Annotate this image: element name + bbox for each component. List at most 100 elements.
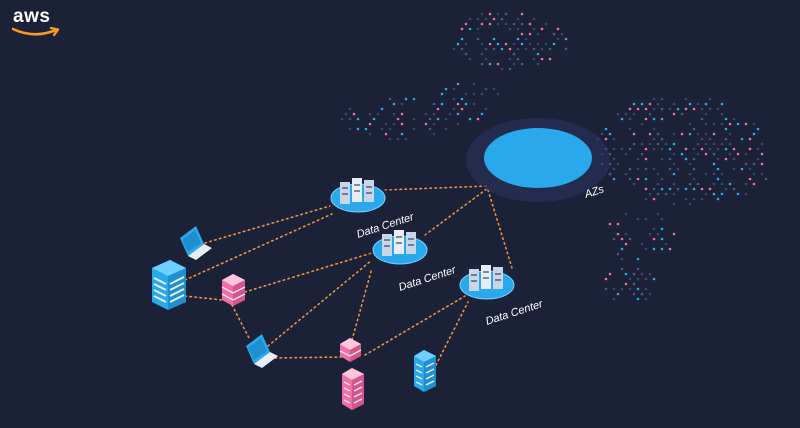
map-dot [536, 52, 540, 56]
map-dot [444, 117, 448, 121]
map-dot [652, 137, 656, 141]
map-dot [636, 217, 640, 221]
map-dot [492, 87, 496, 91]
map-dot [688, 122, 692, 126]
map-dot [628, 237, 632, 241]
map-dot [652, 187, 656, 191]
map-dot [648, 272, 652, 276]
map-dot [744, 122, 748, 126]
map-dot [436, 107, 440, 111]
map-dot [756, 127, 760, 131]
map-dot [660, 107, 664, 111]
map-dot [688, 132, 692, 136]
map-dot [712, 122, 716, 126]
map-dot [624, 272, 628, 276]
map-dot [636, 167, 640, 171]
map-dot [684, 97, 688, 101]
map-dot [636, 267, 640, 271]
map-dot [444, 87, 448, 91]
map-dot [656, 232, 660, 236]
map-dot [348, 117, 352, 121]
map-dot [428, 127, 432, 131]
map-dot [460, 97, 464, 101]
link-building1-dc1 [184, 213, 333, 281]
map-dot [672, 182, 676, 186]
map-dot [688, 102, 692, 106]
map-dot [504, 42, 508, 46]
map-dot [640, 272, 644, 276]
map-dot [636, 177, 640, 181]
map-dot [540, 57, 544, 61]
map-dot [448, 112, 452, 116]
map-dot [708, 97, 712, 101]
map-dot [652, 97, 656, 101]
map-dot [480, 62, 484, 66]
map-dot [664, 142, 668, 146]
map-dot [660, 137, 664, 141]
map-dot [472, 92, 476, 96]
map-dot [680, 132, 684, 136]
map-dot [340, 117, 344, 121]
map-dot [704, 102, 708, 106]
map-dot [480, 42, 484, 46]
map-dot [724, 137, 728, 141]
link-laptop1-dc1 [204, 205, 331, 244]
map-dot [748, 167, 752, 171]
aws-logo-text: aws [13, 6, 51, 27]
map-dot [484, 17, 488, 21]
map-dot [496, 62, 500, 66]
laptop-icon [180, 226, 212, 260]
map-dot [452, 87, 456, 91]
map-dot [432, 122, 436, 126]
map-dot [484, 107, 488, 111]
map-dot [688, 202, 692, 206]
map-dot [480, 22, 484, 26]
map-dot [520, 22, 524, 26]
map-dot [464, 22, 468, 26]
map-dot [608, 272, 612, 276]
map-dot [624, 242, 628, 246]
map-dot [548, 47, 552, 51]
map-dot [716, 197, 720, 201]
map-dot [644, 147, 648, 151]
map-dot [412, 97, 416, 101]
map-dot [544, 42, 548, 46]
map-dot [696, 182, 700, 186]
map-dot [700, 197, 704, 201]
map-dot [344, 112, 348, 116]
map-dot [400, 112, 404, 116]
map-dot [436, 117, 440, 121]
map-dot [652, 237, 656, 241]
map-dot [716, 147, 720, 151]
map-dot [696, 102, 700, 106]
map-dot [732, 167, 736, 171]
map-dot [696, 132, 700, 136]
map-dot [732, 117, 736, 121]
map-dot [480, 112, 484, 116]
map-dot [720, 102, 724, 106]
map-dot [388, 127, 392, 131]
map-dot [652, 107, 656, 111]
map-dot [692, 167, 696, 171]
map-dot [520, 12, 524, 16]
link-dc2-azs [424, 187, 489, 236]
map-dot [612, 167, 616, 171]
map-dot [616, 162, 620, 166]
map-dot [564, 47, 568, 51]
map-dot [624, 172, 628, 176]
map-dot [644, 277, 648, 281]
map-dot [692, 127, 696, 131]
map-dot [712, 142, 716, 146]
map-dot [644, 197, 648, 201]
aws-logo: aws [12, 6, 64, 40]
map-dot [488, 12, 492, 16]
map-dot [668, 147, 672, 151]
map-dot [712, 172, 716, 176]
map-dot [704, 172, 708, 176]
map-dot [660, 117, 664, 121]
map-dot [456, 122, 460, 126]
world-map-dots [340, 12, 768, 301]
map-dot [672, 172, 676, 176]
map-dot [668, 107, 672, 111]
map-dot [556, 37, 560, 41]
